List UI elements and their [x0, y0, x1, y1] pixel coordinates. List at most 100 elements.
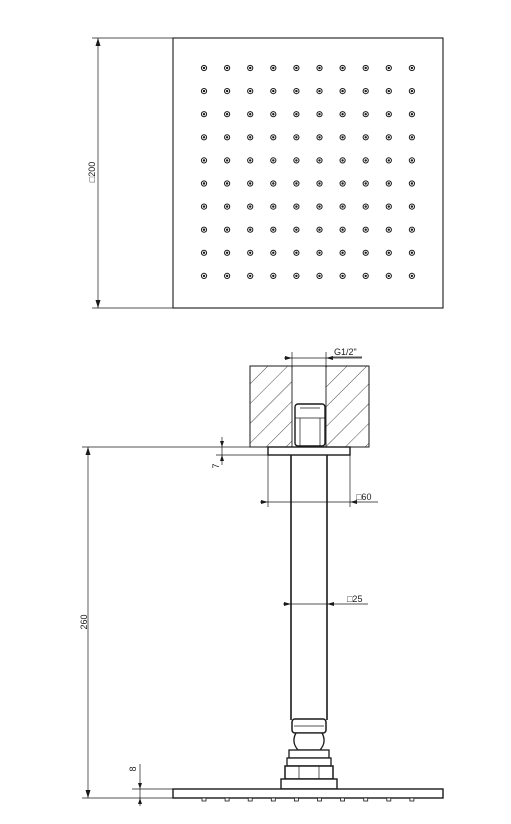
nozzle-center: [387, 182, 390, 185]
nozzle-center: [202, 274, 206, 278]
nozzle-center: [364, 274, 367, 278]
ceiling-flange: [267, 446, 351, 456]
thread-label: G1/2": [334, 347, 357, 357]
nozzle-center: [249, 251, 252, 254]
nozzle-center: [225, 205, 229, 208]
nozzle-center: [249, 274, 252, 278]
head-thickness-dimension: 8: [128, 764, 173, 806]
nozzle-center: [225, 274, 229, 278]
nozzle-center: [272, 182, 275, 185]
shower-arm: [290, 455, 328, 720]
nozzle-tip: [409, 797, 415, 802]
nozzle-center: [364, 66, 367, 70]
nozzle-grid: [200, 64, 415, 279]
flange-thickness-label: 7: [211, 463, 221, 468]
flange-width-dimension: □60: [260, 455, 378, 507]
nozzle-center: [272, 274, 275, 278]
nozzle-center: [249, 182, 252, 185]
nozzle-center: [225, 136, 229, 139]
nozzle-center: [272, 228, 275, 231]
plate-size-label: □200: [87, 162, 97, 182]
nozzle-center: [295, 159, 298, 162]
nozzle-center: [295, 89, 298, 93]
nozzle-center: [295, 136, 298, 139]
nozzle-center: [272, 159, 275, 162]
nozzle-center: [202, 228, 206, 231]
nozzle-center: [295, 182, 298, 185]
height-dimension: 260: [79, 446, 216, 799]
nozzle-center: [202, 66, 206, 70]
nozzle-center: [272, 136, 275, 139]
nozzle-center: [202, 182, 206, 185]
nozzle-center: [364, 251, 367, 254]
nozzle-center: [295, 274, 298, 278]
nozzle-center: [249, 205, 252, 208]
nozzle-tip: [293, 797, 299, 802]
head-thickness-label: 8: [128, 766, 138, 771]
nozzle-center: [387, 205, 390, 208]
nozzle-center: [318, 66, 321, 70]
nozzle-center: [410, 113, 414, 116]
nozzle-center: [364, 205, 367, 208]
nozzle-center: [295, 228, 298, 231]
nozzle-center: [364, 136, 367, 139]
nozzle-center: [341, 228, 344, 231]
nozzle-center: [410, 251, 414, 254]
nozzle-center: [410, 182, 414, 185]
nozzle-center: [202, 113, 206, 116]
nozzle-center: [249, 159, 252, 162]
nozzle-center: [249, 113, 252, 116]
nozzle-center: [318, 205, 321, 208]
nozzle-tip: [340, 797, 346, 802]
nozzle-center: [387, 113, 390, 116]
arm-size-dimension: □25: [283, 594, 368, 606]
nozzle-center: [318, 228, 321, 231]
nozzle-center: [225, 251, 229, 254]
nozzle-center: [341, 274, 344, 278]
nozzle-tip: [317, 797, 322, 802]
nozzle-center: [410, 66, 414, 70]
nozzle-center: [249, 228, 252, 231]
nozzle-center: [387, 274, 390, 278]
ceiling-section: [249, 365, 370, 448]
nozzle-center: [318, 89, 321, 93]
nozzle-center: [202, 159, 206, 162]
nozzle-center: [410, 274, 414, 278]
side-view: G1/2" □60 7: [79, 347, 444, 806]
nozzle-center: [341, 136, 344, 139]
nozzle-center: [341, 89, 344, 93]
nozzle-tip: [386, 797, 392, 802]
nozzle-center: [272, 66, 275, 70]
nozzle-center: [295, 113, 298, 116]
nozzle-center: [318, 182, 321, 185]
nozzle-center: [410, 159, 414, 162]
height-label: 260: [79, 614, 89, 629]
nozzle-center: [272, 89, 275, 93]
nozzle-center: [249, 89, 252, 93]
nozzle-center: [318, 159, 321, 162]
nozzle-center: [387, 89, 390, 93]
nozzle-center: [202, 89, 206, 93]
nozzle-center: [249, 66, 252, 70]
plate-size-dimension: □200: [87, 37, 173, 309]
nozzle-center: [295, 205, 298, 208]
nozzle-tip: [270, 797, 276, 802]
nozzle-center: [410, 89, 414, 93]
nozzle-center: [387, 251, 390, 254]
shower-head-side: [172, 788, 444, 802]
nozzle-center: [364, 89, 367, 93]
nozzle-center: [202, 136, 206, 139]
nozzle-center: [341, 251, 344, 254]
nozzle-center: [364, 113, 367, 116]
flange-thickness-dimension: 7: [211, 437, 268, 469]
nozzle-center: [387, 228, 390, 231]
nozzle-center: [341, 66, 344, 70]
nozzle-center: [202, 205, 206, 208]
ball-joint: [280, 718, 338, 790]
nozzle-center: [341, 205, 344, 208]
nozzle-center: [318, 113, 321, 116]
nozzle-tip: [247, 797, 253, 802]
nozzle-center: [341, 159, 344, 162]
top-view: □200: [87, 37, 444, 309]
